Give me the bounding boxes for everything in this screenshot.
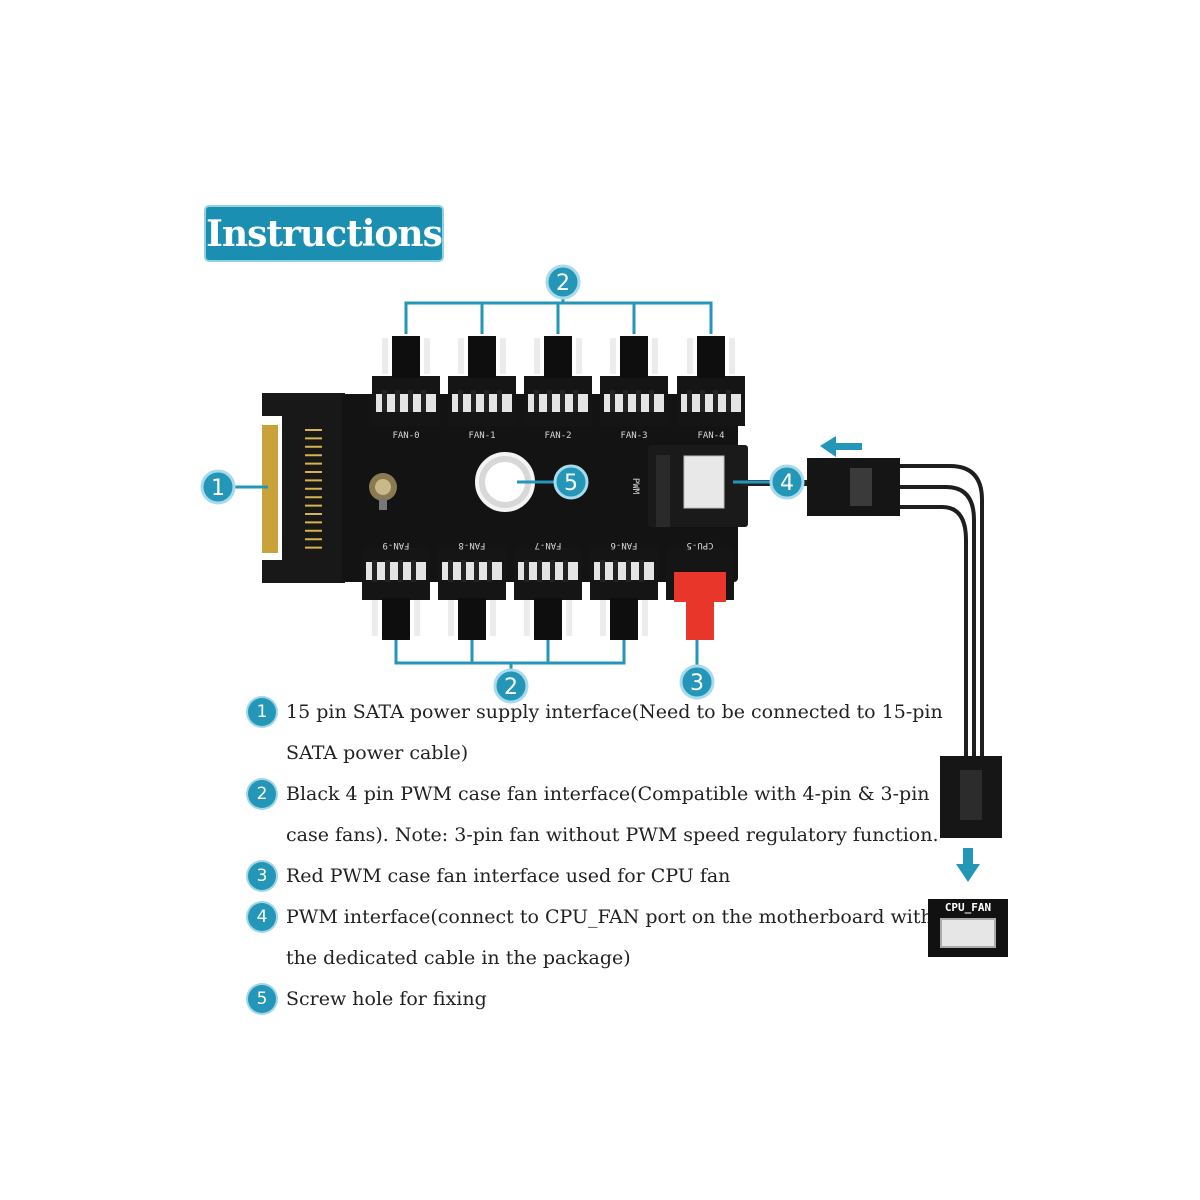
instruction-item: 3 Red PWM case fan interface used for CP… — [248, 856, 948, 897]
instruction-text: 15 pin SATA power supply interface(Need … — [286, 701, 943, 764]
top-fan-ports: FAN-0 FAN-1 FAN-2 FAN-3 FAN-4 — [372, 336, 745, 441]
instruction-text: Black 4 pin PWM case fan interface(Compa… — [286, 783, 939, 846]
fan-port-bottom: FAN-6 — [590, 540, 658, 640]
callout-4: 4 — [769, 464, 805, 500]
fan-port-bottom: FAN-8 — [438, 540, 506, 640]
splitter-board — [342, 394, 738, 582]
instruction-text: PWM interface(connect to CPU_FAN port on… — [286, 906, 933, 969]
fan-label: FAN-7 — [534, 540, 561, 550]
fan-port-bottom: FAN-7 — [514, 540, 582, 640]
fan-port-top: FAN-4 — [677, 336, 745, 441]
instruction-item: 4 PWM interface(connect to CPU_FAN port … — [248, 897, 948, 979]
svg-text:4: 4 — [780, 471, 794, 496]
fan-port-bottom: FAN-9 — [362, 540, 430, 640]
bottom-bracket — [394, 640, 626, 672]
fan-label: FAN-8 — [458, 540, 485, 550]
fan-label: FAN-3 — [620, 431, 647, 441]
fan-label: FAN-0 — [392, 431, 419, 441]
fan-port-top: FAN-3 — [600, 336, 668, 441]
instruction-text: Screw hole for fixing — [286, 988, 487, 1010]
instruction-number: 4 — [248, 903, 276, 931]
callout-2-top: 2 — [545, 264, 581, 300]
instruction-number: 3 — [248, 862, 276, 890]
instruction-number: 1 — [248, 698, 276, 726]
fan-port-top: FAN-2 — [524, 336, 592, 441]
pwm-cable — [740, 458, 1002, 838]
fan-port-top: FAN-0 — [372, 336, 440, 441]
instruction-item: 5 Screw hole for fixing — [248, 979, 948, 1020]
svg-text:5: 5 — [564, 471, 578, 496]
fan-label: FAN-1 — [468, 431, 495, 441]
svg-text:2: 2 — [556, 271, 570, 296]
cpu-fan-port — [940, 918, 996, 948]
fan-label: FAN-9 — [382, 540, 409, 550]
svg-text:2: 2 — [504, 675, 518, 700]
title-text: Instructions — [206, 212, 443, 255]
arrow-left-icon — [820, 436, 862, 457]
instruction-item: 2 Black 4 pin PWM case fan interface(Com… — [248, 774, 948, 856]
callout-5: 5 — [553, 464, 589, 500]
instruction-number: 5 — [248, 985, 276, 1013]
bottom-fan-ports: FAN-9 FAN-8 FAN-7 FAN-6 CPU-5 — [362, 540, 734, 640]
callout-3: 3 — [679, 664, 715, 700]
fan-label: FAN-2 — [544, 431, 571, 441]
fan-label: CPU-5 — [686, 540, 713, 550]
instruction-text: Red PWM case fan interface used for CPU … — [286, 865, 731, 887]
sata-connector — [262, 393, 345, 583]
cpu-fan-label: CPU_FAN — [944, 901, 992, 914]
svg-text:1: 1 — [211, 476, 225, 501]
cpu-fan-port-red: CPU-5 — [666, 540, 734, 640]
instruction-list: 1 15 pin SATA power supply interface(Nee… — [248, 692, 948, 1020]
pwm-label: PWM — [630, 478, 640, 495]
instruction-number: 2 — [248, 780, 276, 808]
top-bracket — [404, 296, 713, 334]
fan-label: FAN-4 — [697, 431, 724, 441]
cpu-fan-header: CPU_FAN — [928, 899, 1008, 957]
instruction-item: 1 15 pin SATA power supply interface(Nee… — [248, 692, 948, 774]
title-badge: Instructions — [206, 207, 443, 260]
callout-1: 1 — [200, 469, 236, 505]
fan-label: FAN-6 — [610, 540, 637, 550]
potentiometer — [369, 473, 397, 510]
fan-port-top: FAN-1 — [448, 336, 516, 441]
svg-text:3: 3 — [690, 671, 704, 696]
callout-2-bottom: 2 — [493, 668, 529, 704]
arrow-down-icon — [956, 848, 980, 882]
